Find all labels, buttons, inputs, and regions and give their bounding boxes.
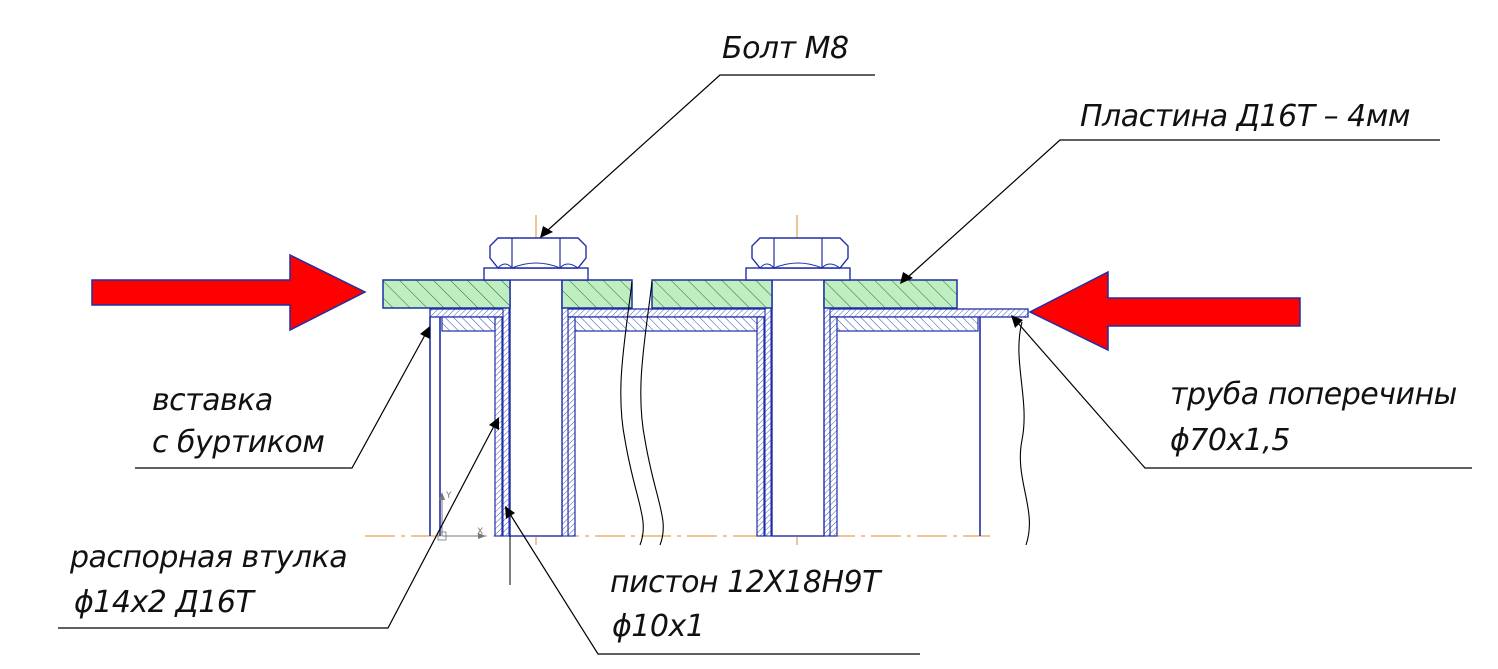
- ucs-x-label: X: [477, 527, 483, 537]
- load-arrow-right: [1028, 270, 1301, 352]
- label-tube-line2: ϕ70х1,5: [1170, 423, 1290, 458]
- label-piston-line2: ϕ10х1: [612, 609, 704, 644]
- break-lines: [620, 281, 1030, 546]
- load-arrow-left: [91, 253, 367, 332]
- leader-piston: [505, 506, 920, 655]
- bolt-shanks: [509, 275, 825, 537]
- label-piston-line1: пистон 12Х18Н9Т: [610, 565, 883, 600]
- label-insert-line2: с буртиком: [152, 425, 324, 460]
- bolt-head-left: [483, 237, 589, 281]
- label-sleeve-line1: распорная втулка: [69, 540, 347, 575]
- label-bolt: Болт М8: [722, 31, 849, 66]
- leader-sleeve: [58, 417, 499, 629]
- label-plate: Пластина Д16Т – 4мм: [1080, 99, 1410, 134]
- leader-tube: [1011, 315, 1472, 469]
- leader-insert: [135, 326, 430, 469]
- leader-bolt: [540, 74, 875, 238]
- plate: [382, 279, 958, 309]
- ucs-axes-icon: Y X: [437, 491, 486, 541]
- label-insert-line1: вставка: [152, 383, 273, 418]
- leader-plate: [900, 139, 1440, 284]
- insert-with-collar: [441, 316, 979, 332]
- ucs-y-label: Y: [445, 491, 452, 501]
- center-lines: [365, 215, 990, 545]
- label-tube-line1: труба поперечины: [1170, 377, 1457, 412]
- label-sleeve-line2: ϕ14х2 Д16Т: [74, 585, 256, 620]
- bolt-head-right: [745, 237, 851, 281]
